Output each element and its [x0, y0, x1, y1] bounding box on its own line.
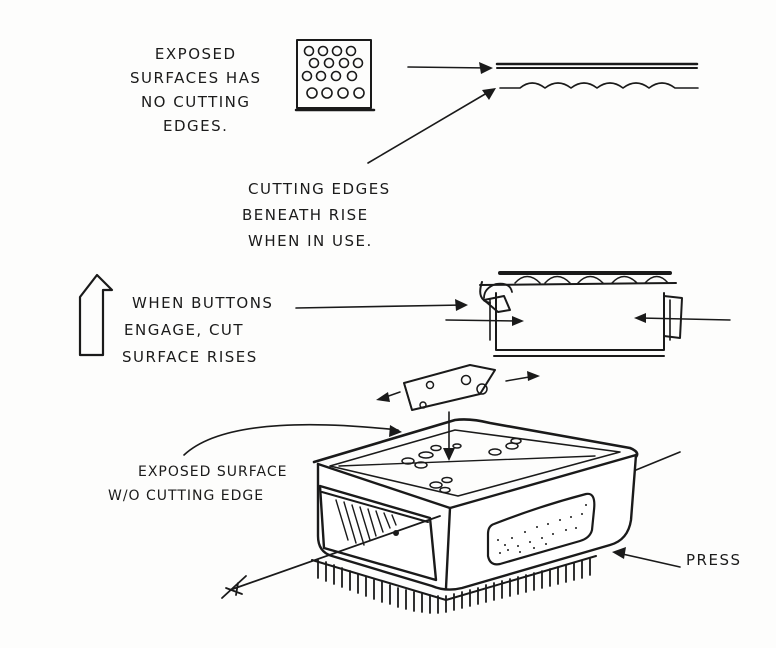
exposed-surfaces-note: EXPOSED SURFACES HAS NO CUTTING EDGES. [130, 42, 261, 138]
note-line: BENEATH RISE [242, 206, 369, 224]
note-line: EDGES. [163, 117, 229, 135]
exposed-surface-grid [294, 39, 376, 112]
note-line: EXPOSED SURFACE [138, 464, 288, 480]
note-line: SURFACE RISES [122, 348, 258, 366]
note-line: ENGAGE, CUT [124, 321, 245, 339]
cutting-edges-note: CUTTING EDGES BENEATH RISE WHEN IN USE. [242, 176, 391, 254]
note-line: NO CUTTING [140, 93, 251, 111]
section-view [445, 271, 731, 357]
surface-profile [367, 62, 699, 164]
cheese-wedge [376, 364, 540, 461]
exposed-surface-wo-note: EXPOSED SURFACE W/O CUTTING EDGE [108, 460, 287, 508]
buttons-engage-note: WHEN BUTTONS ENGAGE, CUT SURFACE RISES [122, 290, 274, 371]
grater-device [183, 418, 681, 614]
note-line: WHEN IN USE. [248, 232, 373, 250]
note-line: EXPOSED [154, 45, 237, 63]
note-line: W/O CUTTING EDGE [108, 488, 265, 504]
note-line: WHEN BUTTONS [132, 294, 274, 312]
note-line: CUTTING EDGES [248, 180, 391, 198]
note-line: SURFACES HAS [130, 69, 262, 87]
rise-arrow-icon [78, 273, 114, 357]
press-note: PRESS [686, 551, 742, 569]
